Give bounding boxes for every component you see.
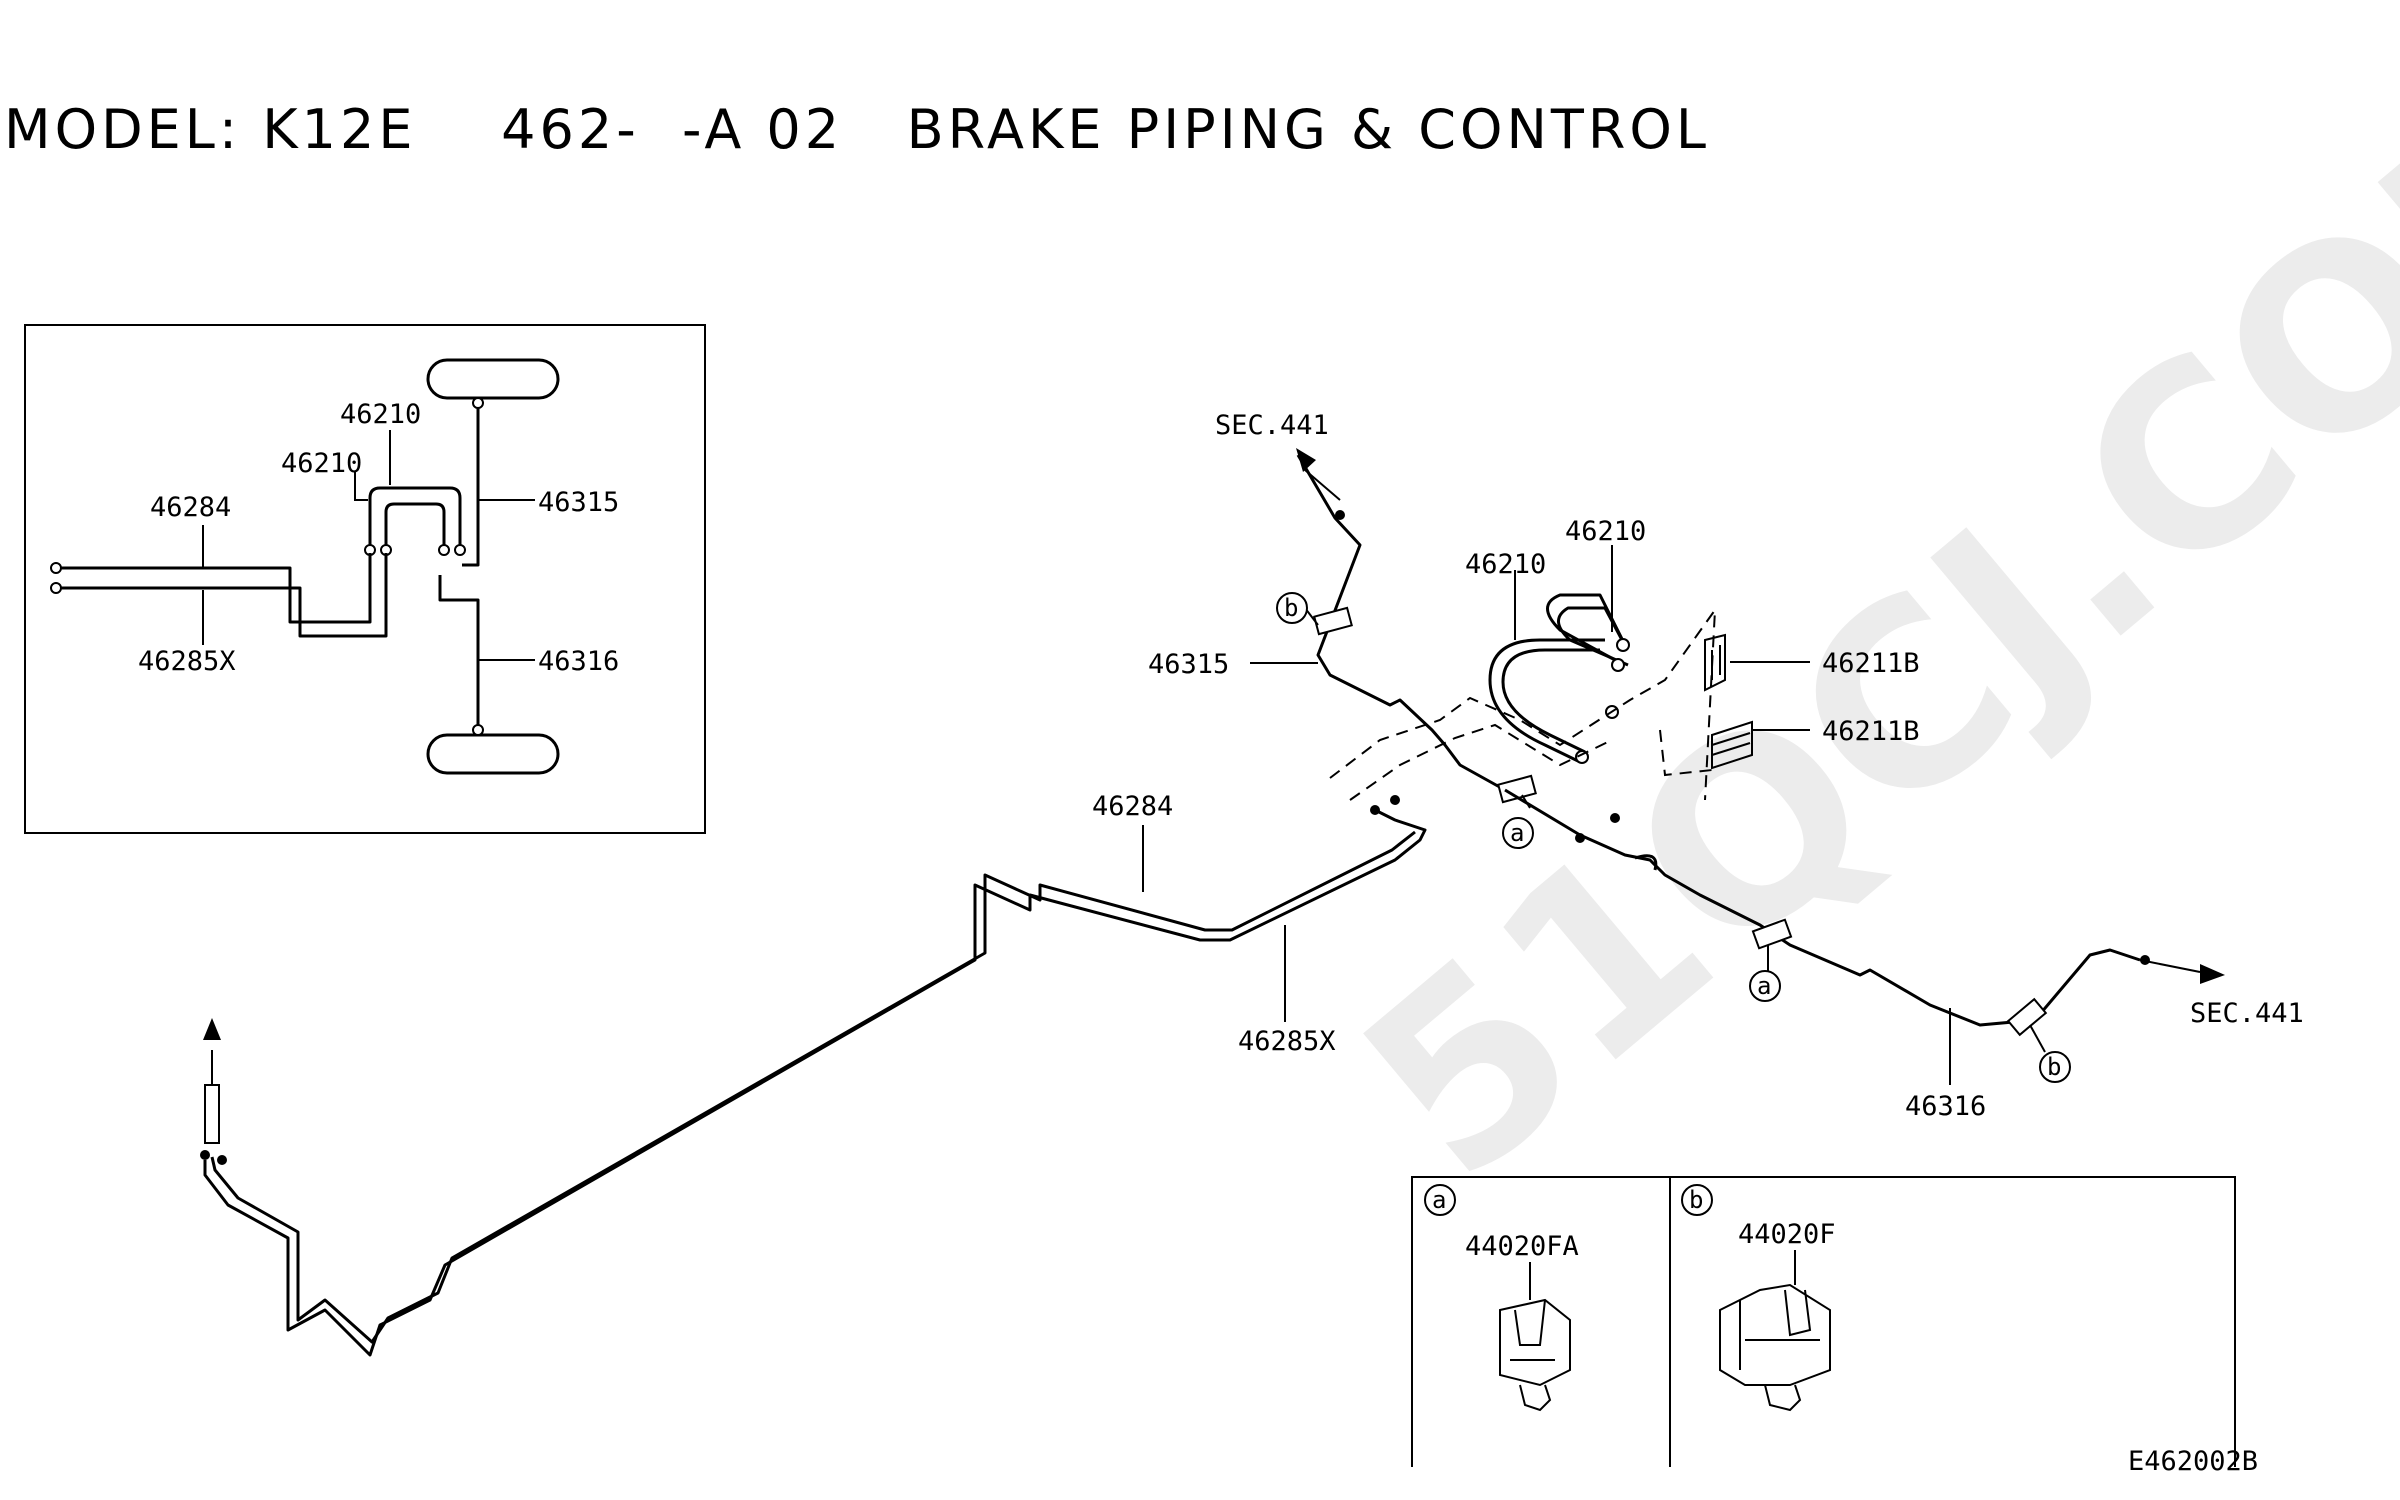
bracket-outline [1329,606,1717,801]
main-piping: b a a b SEC.441 SEC.441 46210 46210 4621… [200,410,2304,1357]
marker-b-lower-text: b [2047,1053,2061,1081]
label-46316: 46316 [1905,1091,1986,1122]
legend-part-b: 44020F [1738,1219,1836,1250]
legend-marker-a [1424,1184,1456,1216]
inset-pipe-46315 [462,400,480,567]
inset-label-46285x: 46285X [138,646,236,677]
diagram-code: E462002B [2128,1446,2258,1477]
watermark: 51QCJ.COM [1311,0,2400,1235]
inset-label-46315: 46315 [538,487,619,518]
marker-a-lower-text: a [1757,972,1771,1000]
clip-legend: a 44020FA b 44020F [1411,1176,2236,1467]
legend-marker-b-text: b [1689,1186,1703,1214]
rear-wheel-outline [426,733,560,775]
legend-marker-a-text: a [1432,1186,1446,1214]
marker-b-lower [2039,1051,2071,1083]
marker-b-upper-text: b [1284,594,1298,622]
marker-a-upper-text: a [1510,819,1524,847]
pipe-46316 [1504,788,2141,1027]
inset-pipe-46316 [438,575,480,733]
label-sec441-right: SEC.441 [2190,998,2304,1029]
clip-44020f-icon [1719,1283,1831,1412]
label-46210-b: 46210 [1465,549,1546,580]
inset-label-46284: 46284 [150,492,231,523]
inset-label-46210-upper: 46210 [340,399,421,430]
legend-part-a: 44020FA [1465,1231,1579,1262]
clip-46211b-upper-icon [1704,633,1726,692]
clip-46211b-lower-icon [1711,720,1753,770]
inset-pipe-46285x [58,553,388,638]
label-46284: 46284 [1092,791,1173,822]
clip-44020fa-icon [1499,1298,1571,1412]
overview-inset: 46210 46210 46284 46285X 46315 46316 [24,324,706,834]
inset-pipe-46284 [58,553,372,624]
legend-frame [1411,1176,2236,1467]
label-46211b-lower: 46211B [1822,716,1920,747]
pipe-46285x [210,830,1416,1344]
tube-46210-loops [1488,593,1630,764]
clip-a-lower [1751,918,1793,950]
marker-a-lower [1749,970,1781,1002]
inset-label-46210-lower: 46210 [281,448,362,479]
pipe-46284 [203,808,1427,1357]
page-title: MODEL: K12E 462- -A 02 BRAKE PIPING & CO… [4,98,1711,161]
marker-b-upper [1276,592,1308,624]
inset-label-46316: 46316 [538,646,619,677]
label-46211b-upper: 46211B [1822,648,1920,679]
label-46285x: 46285X [1238,1026,1336,1057]
legend-marker-b [1681,1184,1713,1216]
clip-b-lower [2006,997,2048,1037]
inset-loop-46210-inner [384,502,446,548]
inset-loop-46210-outer [368,486,462,548]
front-wheel-outline [426,358,560,400]
label-46210-a: 46210 [1565,516,1646,547]
marker-a-upper [1502,817,1534,849]
label-46315: 46315 [1148,649,1229,680]
inset-frame [24,324,706,834]
pipe-46315 [1296,454,1506,792]
clip-b-upper [1313,606,1353,636]
label-sec441-top: SEC.441 [1215,410,1329,441]
